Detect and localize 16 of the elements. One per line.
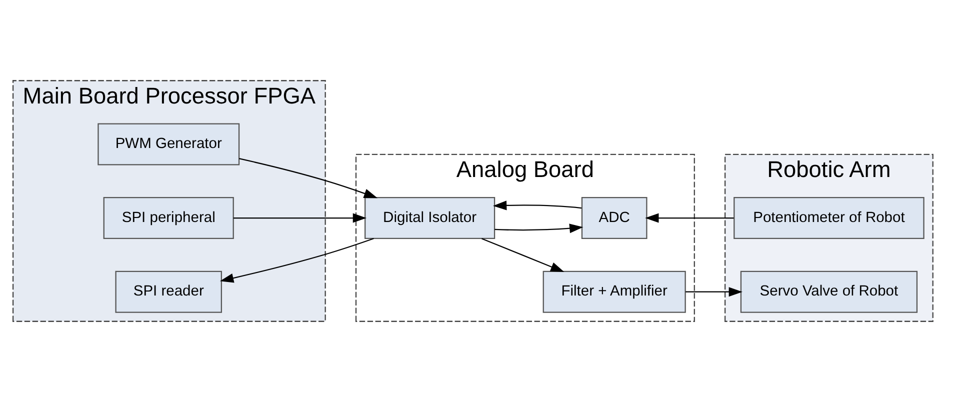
- arrow: [686, 286, 742, 296]
- node-box: SPI peripheral: [103, 196, 234, 239]
- node-box: SPI reader: [115, 270, 222, 312]
- node-box: Servo Valve of Robot: [740, 270, 918, 312]
- node-box: Digital Isolator: [364, 196, 496, 239]
- arrow: [239, 158, 378, 198]
- arrow: [220, 237, 374, 282]
- arrow: [645, 212, 734, 222]
- arrow: [233, 212, 366, 222]
- arrow: [492, 200, 582, 210]
- node-box: Potentiometer of Robot: [734, 196, 924, 239]
- node-box: ADC: [581, 196, 648, 239]
- arrow: [482, 238, 564, 272]
- arrow: [494, 223, 584, 233]
- node-box: PWM Generator: [98, 122, 240, 165]
- node-box: Filter + Amplifier: [542, 270, 686, 312]
